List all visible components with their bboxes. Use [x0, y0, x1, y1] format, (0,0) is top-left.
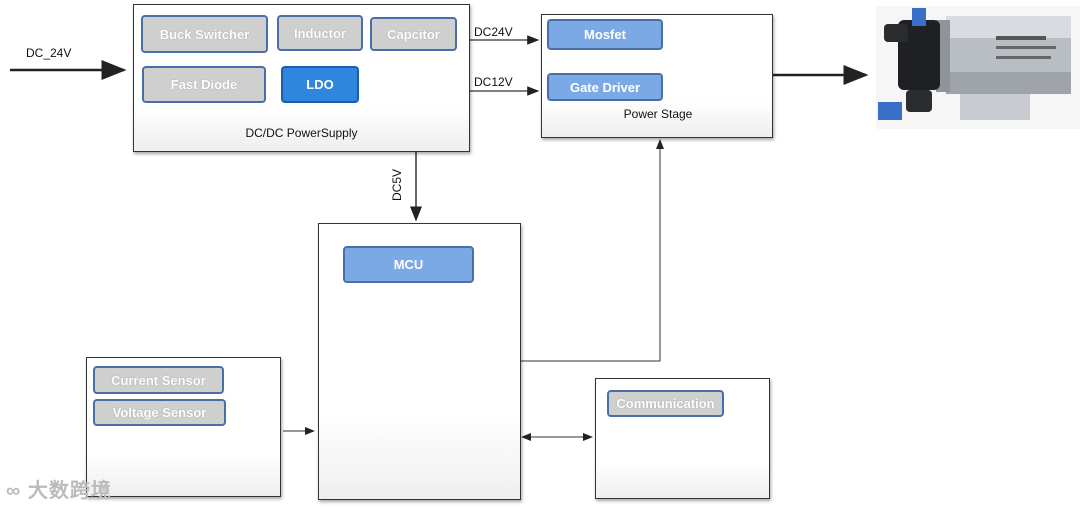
fast-diode-chip: Fast Diode [142, 66, 266, 103]
dc12-label: DC12V [474, 75, 513, 89]
gate-driver-chip: Gate Driver [547, 73, 663, 101]
sensor-block: Current Sensor Voltage Sensor [86, 357, 281, 497]
power-stage-block: Mosfet Gate Driver Power Stage [541, 14, 773, 138]
inductor-chip: Inductor [277, 15, 363, 51]
ldo-chip: LDO [281, 66, 359, 103]
dc5-label: DC5V [390, 168, 404, 201]
mcu-chip: MCU [343, 246, 474, 283]
voltage-sensor-chip: Voltage Sensor [93, 399, 226, 426]
pump-image [876, 6, 1080, 129]
communication-block: Communication [595, 378, 770, 499]
power-stage-title: Power Stage [623, 107, 693, 121]
input-label: DC_24V [26, 46, 72, 60]
current-sensor-chip: Current Sensor [93, 366, 224, 394]
arrow-mcu-to-powerstage [520, 139, 664, 362]
dc24-label: DC24V [474, 25, 513, 39]
power-supply-block: Buck Switcher Inductor Capcitor Fast Dio… [133, 4, 470, 152]
watermark-logo: ∞ 大数跨境 [6, 474, 112, 503]
power-supply-title: DC/DC PowerSupply [245, 126, 358, 140]
buck-switcher-chip: Buck Switcher [141, 15, 268, 53]
communication-chip: Communication [607, 390, 724, 417]
capacitor-chip: Capcitor [370, 17, 457, 51]
watermark-icon: ∞ [6, 480, 22, 502]
mosfet-chip: Mosfet [547, 19, 663, 50]
mcu-block: MCU [318, 223, 521, 500]
watermark-text: 大数跨境 [27, 480, 112, 502]
